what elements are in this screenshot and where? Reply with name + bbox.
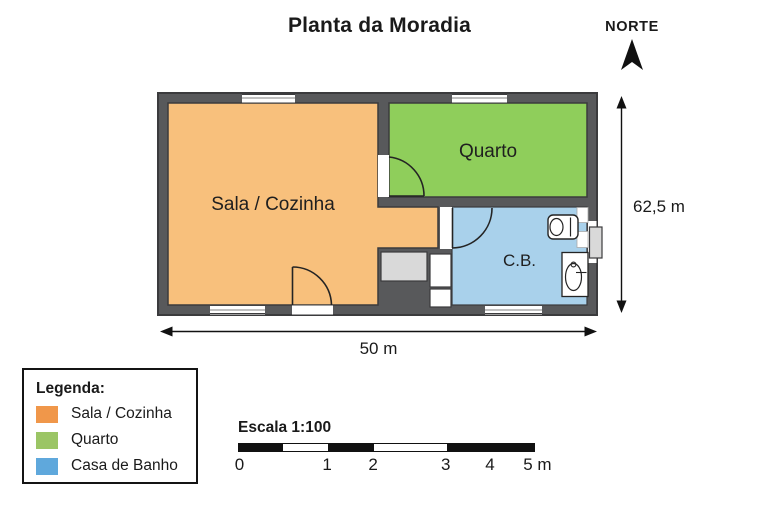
legend-item-casa-de-banho: Casa de Banho — [36, 457, 184, 475]
legend-swatch-sala-cozinha — [36, 405, 58, 423]
room-label-sala-cozinha: Sala / Cozinha — [211, 194, 335, 215]
legend-label: Sala / Cozinha — [71, 405, 172, 422]
toilet-pad — [576, 231, 589, 248]
hall-block — [380, 251, 428, 282]
sink-tap — [570, 261, 577, 268]
room-label-quarto: Quarto — [458, 141, 518, 162]
scale-bar — [238, 443, 535, 452]
page-title: Planta da Moradia — [287, 14, 472, 37]
scale-segment — [374, 444, 447, 451]
legend-title: Legenda: — [36, 380, 105, 397]
scale-segment — [328, 444, 375, 451]
arrowhead-left-icon — [160, 326, 173, 337]
north-arrow-icon — [621, 39, 643, 70]
scale-tick: 3 — [440, 455, 451, 474]
window-top-left — [242, 94, 295, 103]
arrowhead-up-icon — [616, 96, 627, 109]
doorway-quarto — [378, 155, 389, 197]
arrowhead-right-icon — [584, 326, 597, 337]
utility-box-bottom — [429, 288, 452, 308]
legend-label: Casa de Banho — [71, 457, 178, 474]
legend-item-quarto: Quarto — [36, 431, 184, 449]
door-bathroom — [451, 207, 493, 249]
scale-segment — [282, 444, 329, 451]
arrowhead-down-icon — [616, 300, 627, 313]
legend-item-sala-cozinha: Sala / Cozinha — [36, 405, 184, 423]
toilet-bowl — [549, 217, 564, 237]
scale-tick: 2 — [368, 455, 378, 474]
window-right-wall — [588, 221, 603, 263]
width-dimension-arrow — [160, 326, 597, 337]
legend-swatch-quarto — [36, 431, 58, 449]
height-dimension-arrow — [616, 96, 627, 313]
scale-tick: 5 m — [523, 455, 552, 474]
door-arc-icon — [292, 266, 333, 306]
scale-ticks: 0 1 2 3 4 5 m — [234, 455, 552, 477]
sink-icon — [561, 251, 589, 298]
legend-label: Quarto — [71, 431, 119, 448]
door-arc-icon — [388, 156, 425, 197]
scale-segment — [239, 444, 283, 451]
scale-tick: 1 — [322, 455, 332, 474]
window-panel — [588, 226, 603, 259]
toilet-icon — [547, 207, 589, 248]
room-label-casa-de-banho: C.B. — [502, 251, 537, 270]
door-entrance — [291, 266, 333, 306]
scale-bar-block: Escala 1:100 0 1 2 3 4 5 m — [234, 419, 552, 477]
scale-title: Escala 1:100 — [238, 419, 332, 436]
legend-swatch-casa-de-banho — [36, 457, 58, 475]
door-quarto — [388, 156, 425, 197]
toilet-pad — [576, 207, 589, 223]
sink-basin — [564, 262, 583, 292]
room-sala-cozinha — [167, 102, 439, 306]
width-dimension-label: 50 m — [359, 339, 398, 358]
door-arc-icon — [452, 207, 493, 249]
doorway-entrance — [292, 305, 333, 315]
floor-plan — [157, 92, 627, 337]
legend: Legenda: Sala / Cozinha Quarto Casa de B… — [22, 368, 198, 484]
height-dimension-label: 62,5 m — [633, 197, 685, 216]
scale-segment — [446, 444, 534, 451]
doorway-bathroom — [440, 207, 452, 249]
utility-box-top — [429, 253, 452, 288]
north-label: NORTE — [605, 19, 659, 35]
window-top-right — [452, 94, 507, 103]
scale-tick: 0 — [234, 455, 245, 474]
window-bottom-right — [485, 306, 542, 315]
sink-counter — [561, 251, 589, 298]
scale-tick: 4 — [485, 455, 495, 474]
window-bottom-left — [210, 306, 265, 315]
north-arrow-shape — [621, 39, 643, 70]
